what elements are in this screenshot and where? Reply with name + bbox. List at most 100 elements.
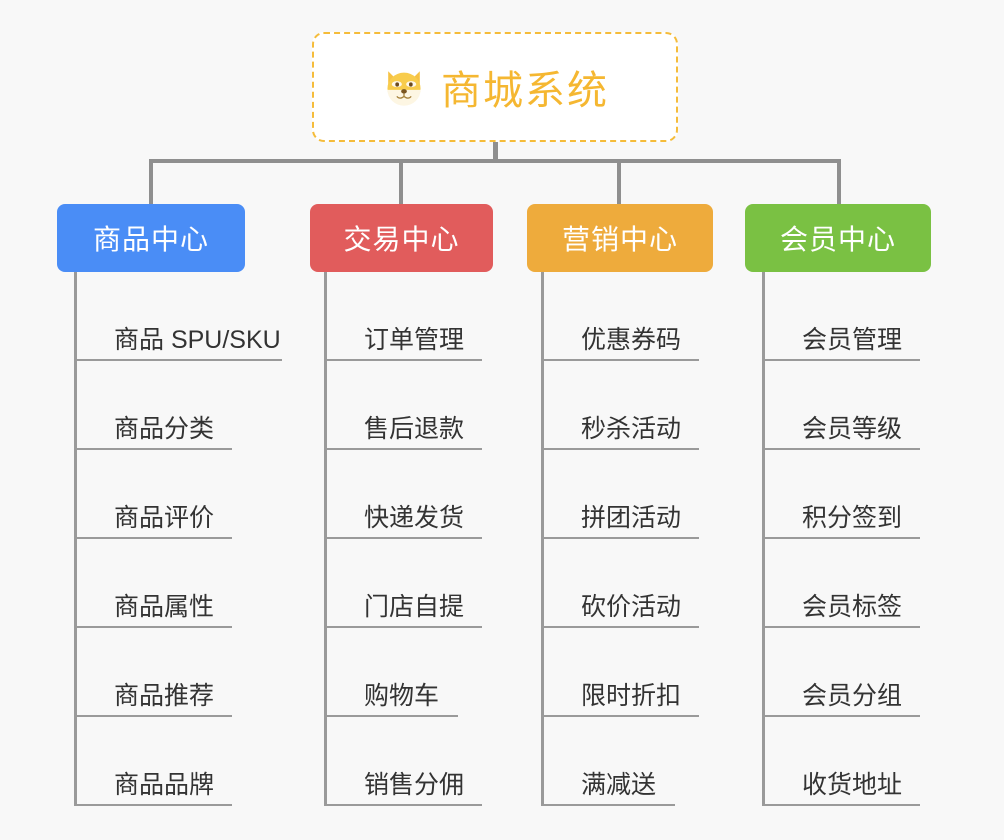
- leaf-item[interactable]: 售后退款: [324, 361, 493, 450]
- leaf-item[interactable]: 优惠券码: [541, 272, 713, 361]
- leaf-underline: [541, 804, 675, 806]
- leaf-item[interactable]: 会员管理: [762, 272, 931, 361]
- leaf-label: 商品 SPU/SKU: [114, 325, 281, 354]
- leaf-spine: [74, 272, 77, 806]
- leaf-list-营销中心: 优惠券码 秒杀活动 拼团活动 砍价活动 限时折扣 满减送: [541, 272, 713, 806]
- leaf-underline: [541, 715, 699, 717]
- leaf-underline: [74, 537, 232, 539]
- branch-column-交易中心: 交易中心 订单管理 售后退款 快递发货 门店自提 购物车: [310, 204, 493, 806]
- branch-column-会员中心: 会员中心 会员管理 会员等级 积分签到 会员标签 会员分组: [745, 204, 931, 806]
- leaf-label: 商品分类: [114, 414, 215, 443]
- leaf-label: 销售分佣: [364, 770, 465, 799]
- leaf-item[interactable]: 积分签到: [762, 450, 931, 539]
- branch-column-营销中心: 营销中心 优惠券码 秒杀活动 拼团活动 砍价活动 限时折扣: [527, 204, 713, 806]
- leaf-label: 商品属性: [114, 592, 215, 621]
- leaf-item[interactable]: 商品分类: [74, 361, 245, 450]
- branch-column-商品中心: 商品中心 商品 SPU/SKU 商品分类 商品评价 商品属性 商品推荐: [57, 204, 282, 806]
- leaf-underline: [541, 448, 699, 450]
- leaf-label: 商品品牌: [114, 770, 215, 799]
- leaf-list-商品中心: 商品 SPU/SKU 商品分类 商品评价 商品属性 商品推荐 商品品牌: [74, 272, 282, 806]
- connector-drop-branch-3: [617, 159, 621, 205]
- leaf-item[interactable]: 限时折扣: [541, 628, 713, 717]
- leaf-list-会员中心: 会员管理 会员等级 积分签到 会员标签 会员分组 收货地址: [762, 272, 931, 806]
- branch-header-交易中心[interactable]: 交易中心: [310, 204, 493, 272]
- branch-header-label: 会员中心: [779, 224, 896, 255]
- connector-drop-branch-1: [149, 159, 153, 205]
- dog-face-icon: [381, 64, 427, 110]
- branch-header-label: 交易中心: [343, 224, 460, 255]
- leaf-label: 限时折扣: [581, 681, 682, 710]
- leaf-spine: [324, 272, 327, 806]
- leaf-item[interactable]: 商品品牌: [74, 717, 245, 806]
- leaf-underline: [74, 359, 282, 361]
- leaf-item[interactable]: 会员等级: [762, 361, 931, 450]
- leaf-label: 购物车: [364, 681, 440, 710]
- connector-horizontal-bus: [149, 159, 841, 163]
- leaf-label: 售后退款: [364, 414, 465, 443]
- leaf-label: 砍价活动: [581, 592, 682, 621]
- branch-header-商品中心[interactable]: 商品中心: [57, 204, 245, 272]
- leaf-label: 快递发货: [364, 503, 465, 532]
- leaf-underline: [324, 715, 458, 717]
- leaf-underline: [541, 626, 699, 628]
- leaf-item[interactable]: 会员分组: [762, 628, 931, 717]
- leaf-item[interactable]: 满减送: [541, 717, 713, 806]
- leaf-label: 拼团活动: [581, 503, 682, 532]
- leaf-underline: [74, 715, 232, 717]
- leaf-underline: [324, 626, 482, 628]
- leaf-underline: [324, 804, 482, 806]
- leaf-underline: [762, 626, 920, 628]
- leaf-underline: [324, 359, 482, 361]
- leaf-underline: [541, 537, 699, 539]
- leaf-underline: [74, 626, 232, 628]
- branch-header-label: 商品中心: [92, 224, 209, 255]
- leaf-underline: [541, 359, 699, 361]
- leaf-label: 会员分组: [802, 681, 903, 710]
- connector-drop-branch-2: [399, 159, 403, 205]
- connector-drop-branch-4: [837, 159, 841, 205]
- root-node-商城系统[interactable]: 商城系统: [312, 32, 678, 142]
- leaf-underline: [762, 537, 920, 539]
- leaf-label: 优惠券码: [581, 325, 682, 354]
- leaf-item[interactable]: 订单管理: [324, 272, 493, 361]
- leaf-label: 商品评价: [114, 503, 215, 532]
- leaf-item[interactable]: 快递发货: [324, 450, 493, 539]
- leaf-item[interactable]: 收货地址: [762, 717, 931, 806]
- leaf-item[interactable]: 商品推荐: [74, 628, 245, 717]
- leaf-label: 积分签到: [802, 503, 903, 532]
- leaf-item[interactable]: 购物车: [324, 628, 493, 717]
- leaf-underline: [762, 715, 920, 717]
- leaf-label: 订单管理: [364, 325, 465, 354]
- leaf-label: 门店自提: [364, 592, 465, 621]
- root-node-label: 商城系统: [441, 69, 609, 113]
- leaf-item[interactable]: 门店自提: [324, 539, 493, 628]
- leaf-underline: [324, 448, 482, 450]
- leaf-list-交易中心: 订单管理 售后退款 快递发货 门店自提 购物车 销售分佣: [324, 272, 493, 806]
- branch-header-营销中心[interactable]: 营销中心: [527, 204, 713, 272]
- leaf-item[interactable]: 秒杀活动: [541, 361, 713, 450]
- leaf-label: 满减送: [581, 770, 657, 799]
- leaf-item[interactable]: 商品 SPU/SKU: [74, 272, 282, 361]
- leaf-spine: [541, 272, 544, 806]
- leaf-label: 会员管理: [802, 325, 903, 354]
- branch-header-会员中心[interactable]: 会员中心: [745, 204, 931, 272]
- connector-root-stem: [493, 142, 498, 163]
- leaf-item[interactable]: 商品评价: [74, 450, 245, 539]
- leaf-item[interactable]: 拼团活动: [541, 450, 713, 539]
- leaf-underline: [762, 448, 920, 450]
- leaf-underline: [324, 537, 482, 539]
- leaf-underline: [74, 804, 232, 806]
- leaf-item[interactable]: 销售分佣: [324, 717, 493, 806]
- leaf-label: 会员标签: [802, 592, 903, 621]
- leaf-item[interactable]: 会员标签: [762, 539, 931, 628]
- leaf-underline: [762, 804, 920, 806]
- leaf-underline: [762, 359, 920, 361]
- leaf-label: 秒杀活动: [581, 414, 682, 443]
- leaf-label: 会员等级: [802, 414, 903, 443]
- branch-header-label: 营销中心: [561, 224, 678, 255]
- leaf-item[interactable]: 商品属性: [74, 539, 245, 628]
- leaf-item[interactable]: 砍价活动: [541, 539, 713, 628]
- leaf-spine: [762, 272, 765, 806]
- leaf-label: 商品推荐: [114, 681, 215, 710]
